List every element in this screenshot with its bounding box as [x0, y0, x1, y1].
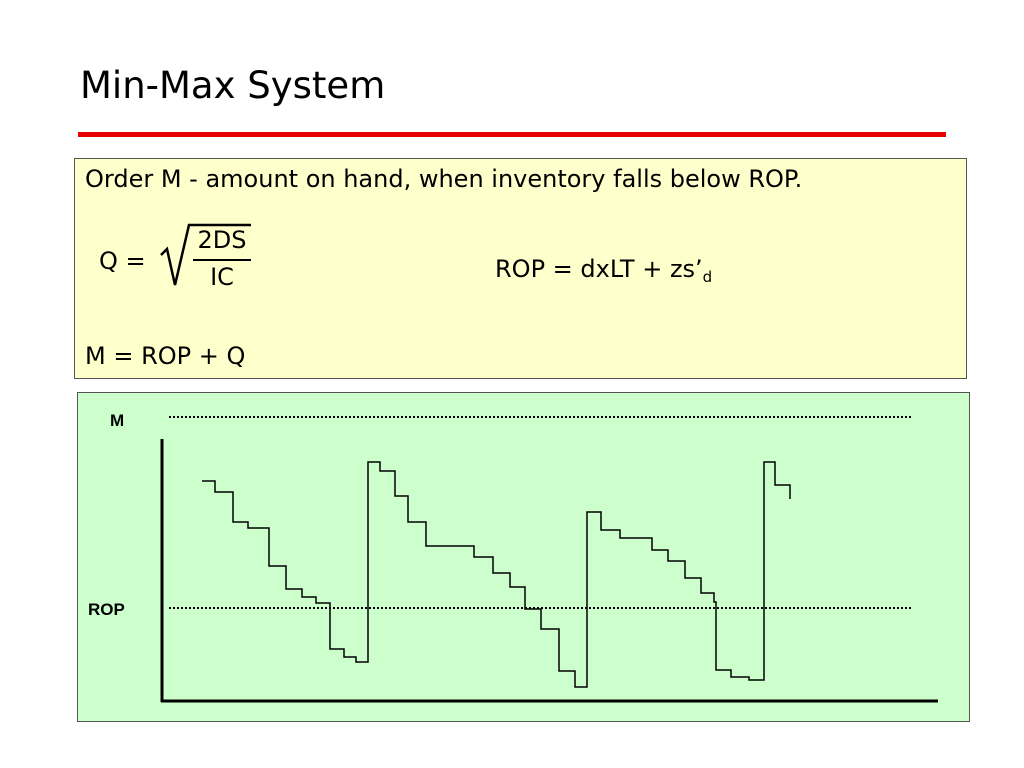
inventory-chart-plot [160, 416, 938, 703]
max-level-label: M [110, 411, 125, 430]
square-root-sign [160, 223, 251, 286]
rop-level-label: ROP [88, 600, 125, 619]
title-rule [78, 132, 946, 137]
q-denominator: IC [210, 263, 234, 291]
slide-title: Min-Max System [80, 64, 386, 107]
inventory-level-line [202, 461, 791, 688]
m-formula: M = ROP + Q [85, 342, 246, 370]
rop-formula-subscript: d [702, 268, 713, 286]
inventory-chart: M ROP [77, 392, 970, 722]
q-formula-lhs: Q = [99, 247, 146, 275]
fraction-bar [193, 259, 251, 261]
rop-formula: ROP = dxLT + zs’d [495, 255, 712, 286]
rop-formula-main: ROP = dxLT + zs’ [495, 255, 703, 283]
q-numerator: 2DS [197, 226, 247, 254]
definition-box: Order M - amount on hand, when inventory… [74, 158, 967, 379]
order-rule-text: Order M - amount on hand, when inventory… [85, 165, 803, 193]
